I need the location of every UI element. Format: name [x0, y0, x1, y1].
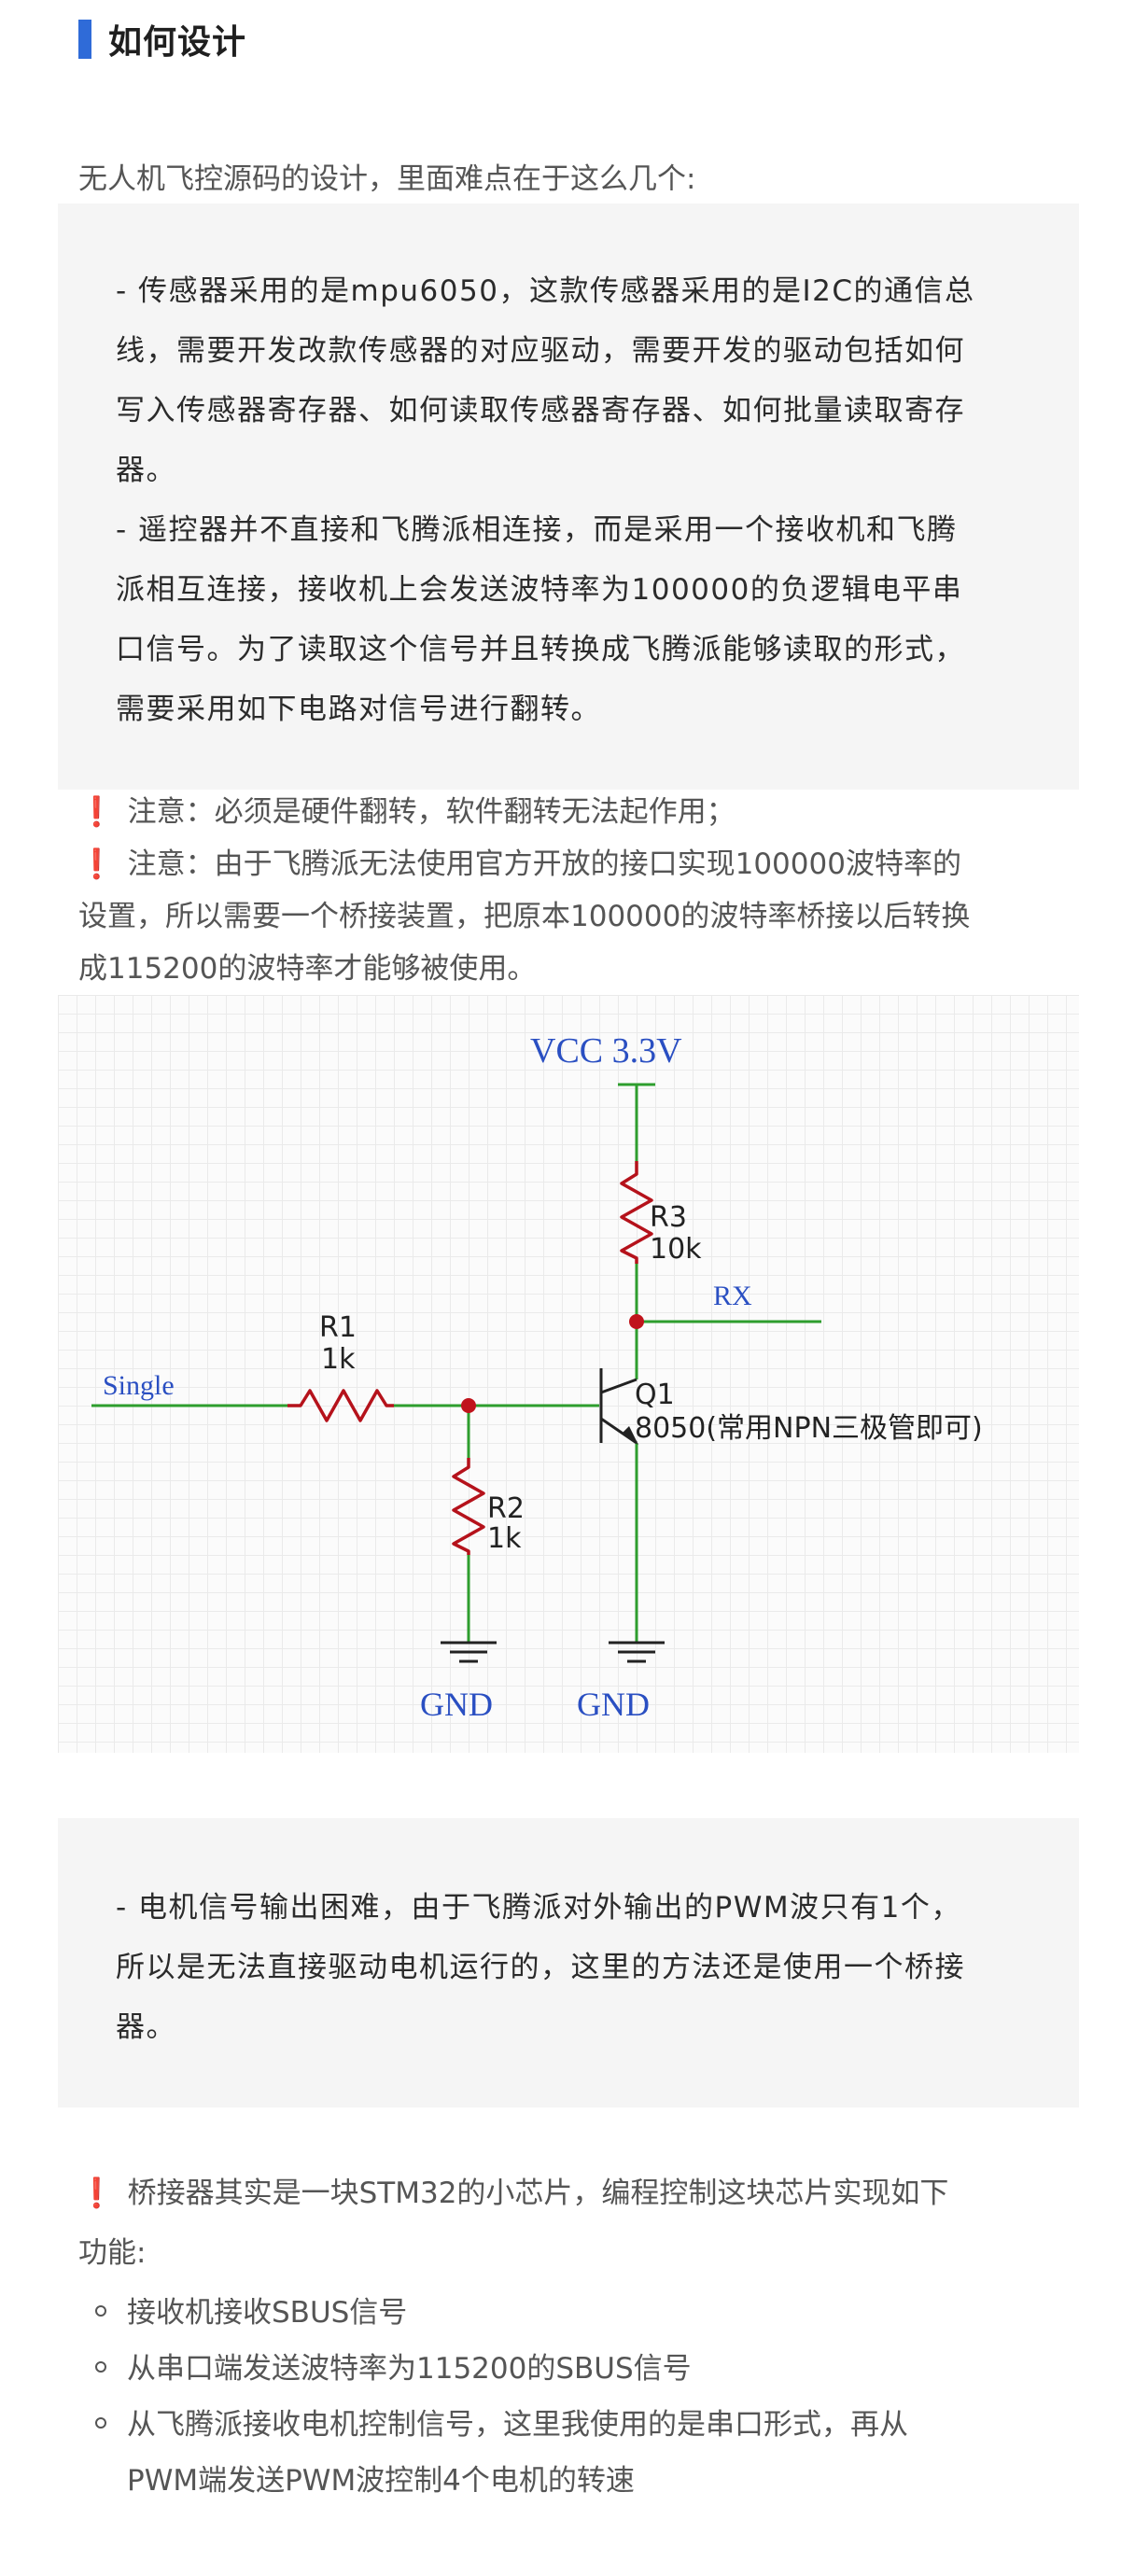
note-text: 桥接器其实是一块STM32的小芯片，编程控制这块芯片实现如下: [127, 2177, 949, 2210]
rx-label: RX: [713, 1281, 752, 1311]
list-item-text: 从飞腾派接收电机控制信号，这里我使用的是串口形式，再从: [127, 2408, 908, 2442]
r2-value-label: 1k: [487, 1522, 522, 1555]
note-hardware-invert: ❗ 注意：必须是硬件翻转，软件翻转无法起作用；: [78, 786, 1068, 838]
resistor-r1: [287, 1389, 394, 1422]
bullet-circle-icon: [95, 2305, 106, 2317]
gnd-label-2: GND: [577, 1686, 650, 1723]
emitter-arrow: [622, 1426, 638, 1445]
quote-line: 线，需要开发改款传感器的对应驱动，需要开发的驱动包括如何: [116, 334, 965, 368]
quote-line: 所以是无法直接驱动电机运行的，这里的方法还是使用一个桥接: [116, 1951, 965, 1984]
quote-line: 派相互连接，接收机上会发送波特率为100000的负逻辑电平串: [116, 573, 963, 607]
junction-node-base: [461, 1398, 476, 1413]
inverter-circuit-diagram: VCC 3.3V R3 10k RX R1 1k Single Q1 8050(…: [58, 995, 1079, 1753]
bullet-circle-icon: [95, 2417, 106, 2429]
quote-line: 口信号。为了读取这个信号并且转换成飞腾派能够读取的形式，: [116, 633, 965, 666]
list-item-text: PWM端发送PWM波控制4个电机的转速: [127, 2464, 635, 2498]
note-text: 功能:: [78, 2236, 147, 2270]
list-item: 从飞腾派接收电机控制信号，这里我使用的是串口形式，再从 PWM端发送PWM波控制4…: [78, 2397, 1068, 2509]
q1-desc-label: 8050(常用NPN三极管即可): [635, 1412, 983, 1445]
intro-text: 无人机飞控源码的设计，里面难点在于这么几个:: [78, 162, 696, 196]
r3-value-label: 10k: [650, 1233, 702, 1266]
quote-block-sensors: - 传感器采用的是mpu6050，这款传感器采用的是I2C的通信总 线，需要开发…: [58, 203, 1079, 790]
vcc-label: VCC 3.3V: [530, 1031, 682, 1071]
r3-name-label: R3: [650, 1201, 687, 1234]
note-text: 注意：必须是硬件翻转，软件翻转无法起作用；: [127, 795, 736, 829]
exclamation-icon: ❗: [78, 847, 115, 881]
note-text: 注意：由于飞腾派无法使用官方开放的接口实现100000波特率的: [127, 847, 961, 881]
r2-name-label: R2: [487, 1492, 525, 1525]
quote-line: 器。: [116, 2010, 176, 2044]
bridge-feature-list: 接收机接收SBUS信号 从串口端发送波特率为115200的SBUS信号 从飞腾派…: [78, 2285, 1068, 2509]
heading-accent-bar: [78, 20, 91, 59]
list-item-text: 接收机接收SBUS信号: [127, 2296, 408, 2330]
junction-node-rx: [629, 1314, 644, 1329]
note-bridge: ❗ 注意：由于飞腾派无法使用官方开放的接口实现100000波特率的 设置，所以需要…: [78, 838, 1068, 995]
list-item: 接收机接收SBUS信号: [78, 2285, 1068, 2341]
quote-line: - 电机信号输出困难，由于飞腾派对外输出的PWM波只有1个，: [116, 1891, 961, 1925]
quote-line: - 传感器采用的是mpu6050，这款传感器采用的是I2C的通信总: [116, 274, 975, 308]
list-item-text: 从串口端发送波特率为115200的SBUS信号: [127, 2352, 692, 2386]
note-bridge-chip: ❗ 桥接器其实是一块STM32的小芯片，编程控制这块芯片实现如下 功能:: [78, 2163, 1068, 2283]
list-item: 从串口端发送波特率为115200的SBUS信号: [78, 2341, 1068, 2397]
q1-name-label: Q1: [635, 1379, 675, 1411]
resistor-r2: [452, 1458, 485, 1555]
exclamation-icon: ❗: [78, 2177, 115, 2210]
r1-name-label: R1: [319, 1311, 357, 1344]
gnd-label-1: GND: [420, 1686, 493, 1723]
ground-symbol-1: [441, 1641, 497, 1663]
input-signal-label: Single: [103, 1370, 175, 1401]
quote-line: - 遥控器并不直接和飞腾派相连接，而是采用一个接收机和飞腾: [116, 513, 958, 547]
quote-line: 需要采用如下电路对信号进行翻转。: [116, 693, 601, 726]
note-text: 设置，所以需要一个桥接装置，把原本100000的波特率桥接以后转换: [78, 900, 971, 933]
r1-value-label: 1k: [321, 1343, 356, 1376]
section-heading: 如何设计: [78, 15, 246, 63]
page-title: 如何设计: [108, 23, 247, 62]
circuit-svg: VCC 3.3V R3 10k RX R1 1k Single Q1 8050(…: [91, 1031, 983, 1723]
quote-line: 写入传感器寄存器、如何读取传感器寄存器、如何批量读取寄存: [116, 394, 965, 427]
resistor-r3: [620, 1161, 653, 1264]
quote-line: 器。: [116, 454, 176, 487]
bullet-circle-icon: [95, 2361, 106, 2373]
ground-symbol-2: [609, 1641, 665, 1663]
exclamation-icon: ❗: [78, 795, 115, 829]
quote-block-motor: - 电机信号输出困难，由于飞腾派对外输出的PWM波只有1个， 所以是无法直接驱动…: [58, 1818, 1079, 2107]
note-text: 成115200的波特率才能够被使用。: [78, 952, 537, 986]
